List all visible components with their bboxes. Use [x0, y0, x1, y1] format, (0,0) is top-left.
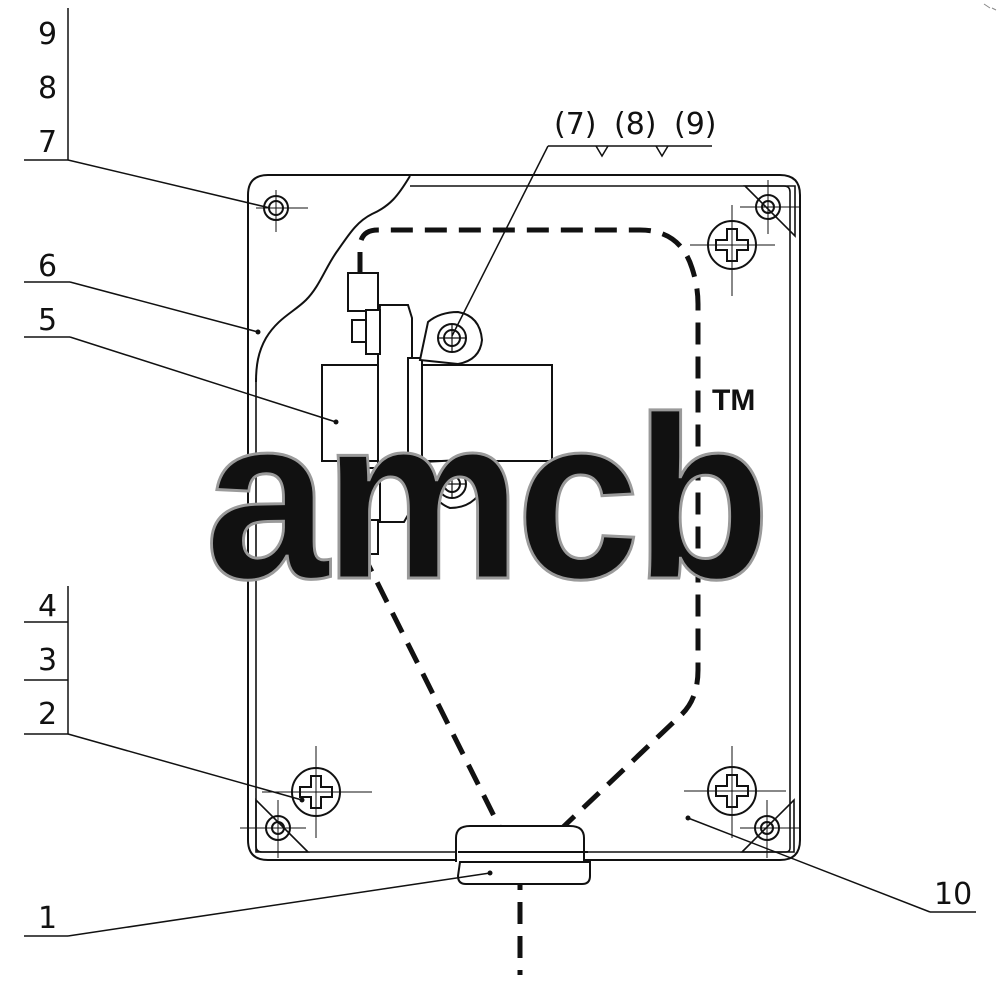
enclosure-body	[247, 174, 801, 861]
part-number-labels: 9 8 7 6 5 4 3 2 1 10 (7) (8) (9)	[38, 17, 972, 936]
callout-4: 4	[38, 589, 57, 624]
screw-bottom-left-icon	[262, 746, 372, 838]
terminal-screw-lower-icon	[420, 458, 486, 510]
callout-2: 2	[38, 697, 57, 732]
mounting-hole-bottom-left	[240, 798, 310, 858]
terminal-screw-upper-icon	[418, 310, 484, 366]
cable-gland	[455, 825, 591, 885]
leader-dots	[255, 329, 691, 876]
callout-8-ref: (8)	[614, 107, 657, 142]
callout-7-ref: (7)	[554, 107, 597, 142]
callout-5: 5	[38, 303, 57, 338]
watermark-trademark: TM	[712, 384, 755, 417]
callout-3: 3	[38, 643, 57, 678]
corner-mark	[983, 3, 997, 11]
watermark-text: amcb	[205, 369, 765, 628]
callout-10: 10	[934, 877, 972, 912]
cutaway-break-line	[255, 175, 411, 383]
callout-8: 8	[38, 71, 57, 106]
leader-lines	[24, 8, 976, 937]
callout-7: 7	[38, 125, 57, 160]
callout-9: 9	[38, 17, 57, 52]
callout-6: 6	[38, 249, 57, 284]
callout-1: 1	[38, 901, 57, 936]
screw-bottom-right-icon	[684, 746, 786, 838]
screw-top-right-icon	[690, 205, 775, 296]
callout-9-ref: (9)	[674, 107, 717, 142]
mounting-hole-top-left	[256, 190, 308, 232]
watermark-logo: amcb TM	[204, 368, 773, 630]
mounting-hole-top-right	[740, 180, 800, 238]
cable-route	[357, 227, 701, 975]
switch-assembly	[321, 272, 553, 555]
